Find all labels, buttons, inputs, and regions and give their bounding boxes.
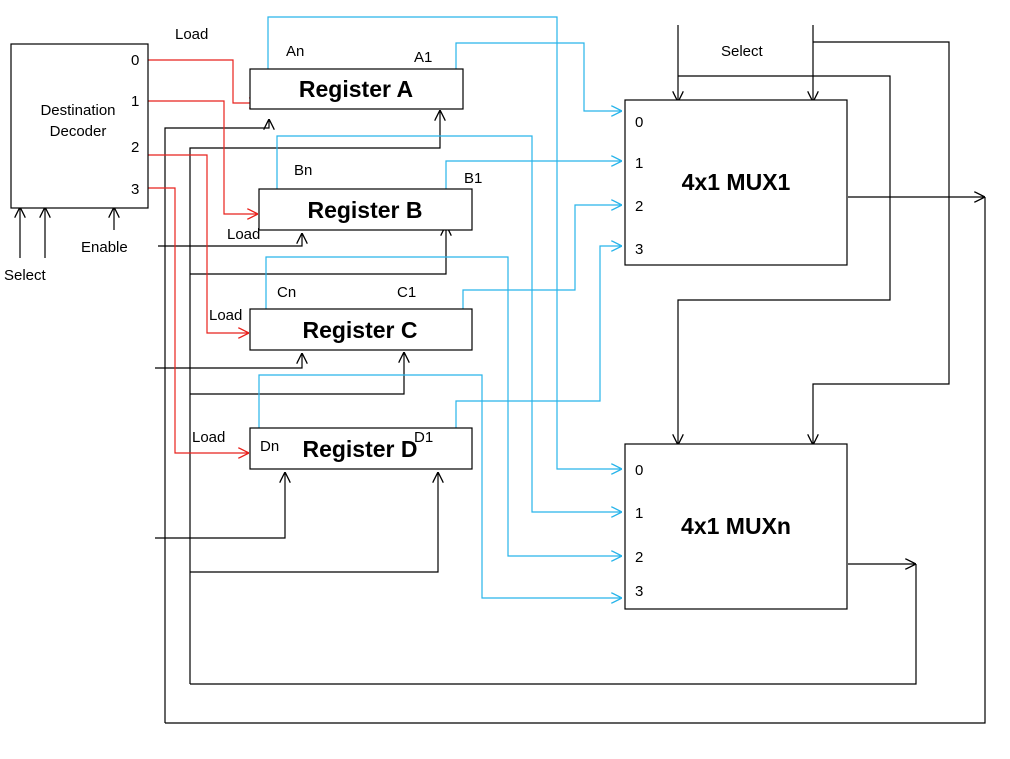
register-c-right-bit: C1 xyxy=(397,284,416,301)
register-d-load-label: Load xyxy=(192,429,225,446)
register-b-left-bit: Bn xyxy=(294,162,312,179)
mux-1-box xyxy=(624,99,848,266)
register-a-box xyxy=(249,68,464,110)
register-a: Register A An A1 Load xyxy=(175,26,464,110)
register-a-right-bit: A1 xyxy=(414,49,432,66)
register-d-left-bit: Dn xyxy=(260,438,279,455)
decoder-title-line2: Decoder xyxy=(50,123,107,140)
register-b: Register B Bn B1 Load xyxy=(227,162,482,243)
register-d: Register D Dn D1 Load xyxy=(192,427,473,470)
decoder-select-label: Select xyxy=(4,267,47,284)
mux-n-box xyxy=(624,443,848,610)
load-lines xyxy=(148,59,260,453)
mux-1-input-3: 3 xyxy=(635,241,643,258)
register-c-left-bit: Cn xyxy=(277,284,296,301)
register-c-load-label: Load xyxy=(209,307,242,324)
mux-1-input-1: 1 xyxy=(635,155,643,172)
mux-select-label: Select xyxy=(721,43,764,60)
register-c-name: Register C xyxy=(302,317,417,343)
register-c: Register C Cn C1 Load xyxy=(209,284,473,351)
register-a-load-label: Load xyxy=(175,26,208,43)
register-d-box xyxy=(249,427,473,470)
decoder-output-3: 3 xyxy=(131,181,139,198)
register-a-left-bit: An xyxy=(286,43,304,60)
mux-n: 4x1 MUXn 0 1 2 3 xyxy=(624,443,848,610)
register-b-right-bit: B1 xyxy=(464,170,482,187)
decoder-title-line1: Destination xyxy=(40,102,115,119)
decoder-box xyxy=(10,43,149,209)
mux-1-input-0: 0 xyxy=(635,114,643,131)
decoder-output-2: 2 xyxy=(131,139,139,156)
decoder-output-0: 0 xyxy=(131,52,139,69)
mux-n-name: 4x1 MUXn xyxy=(681,513,791,539)
mux-1-name: 4x1 MUX1 xyxy=(682,169,791,195)
mux-n-input-0: 0 xyxy=(635,462,643,479)
destination-decoder: Destination Decoder 0 1 2 3 Select Enabl… xyxy=(4,43,149,284)
decoder-enable-label: Enable xyxy=(81,239,128,256)
decoder-output-1: 1 xyxy=(131,93,139,110)
register-a-name: Register A xyxy=(299,76,413,102)
black-wiring xyxy=(20,25,986,724)
register-b-load-label: Load xyxy=(227,226,260,243)
mux-1-input-2: 2 xyxy=(635,198,643,215)
register-d-name: Register D xyxy=(302,436,417,462)
mux-n-input-1: 1 xyxy=(635,505,643,522)
register-d-right-bit: D1 xyxy=(414,429,433,446)
mux-n-input-3: 3 xyxy=(635,583,643,600)
mux-1: 4x1 MUX1 0 1 2 3 xyxy=(624,99,848,266)
register-b-box xyxy=(258,188,473,231)
mux-n-input-2: 2 xyxy=(635,549,643,566)
register-b-name: Register B xyxy=(307,197,422,223)
register-output-lines xyxy=(258,16,622,598)
register-c-box xyxy=(249,308,473,351)
